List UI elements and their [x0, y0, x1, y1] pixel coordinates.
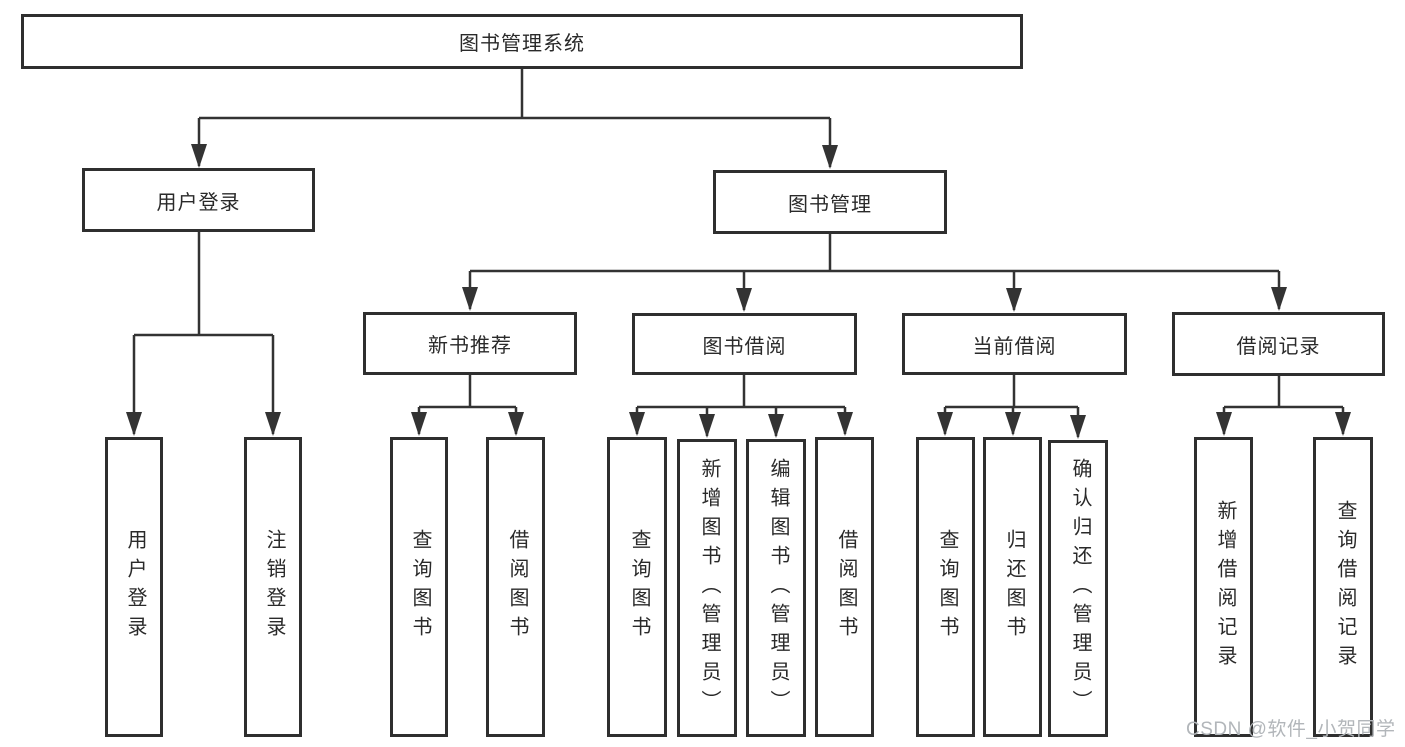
node-new-book-recommend: 新书推荐 [363, 312, 577, 375]
node-leaf-add-books-admin: 新增图书（管理员） [677, 439, 737, 737]
node-leaf-user-login: 用户登录 [105, 437, 163, 737]
tree-connectors [126, 69, 1351, 439]
node-leaf-borrow-books-a: 借阅图书 [486, 437, 545, 737]
node-leaf-add-borrow-record: 新增借阅记录 [1194, 437, 1253, 737]
node-leaf-query-books-c: 查询图书 [916, 437, 975, 737]
node-book-management: 图书管理 [713, 170, 947, 234]
node-root: 图书管理系统 [21, 14, 1023, 69]
node-current-borrowing: 当前借阅 [902, 313, 1127, 375]
node-leaf-query-borrow-record: 查询借阅记录 [1313, 437, 1373, 737]
node-leaf-query-books-a: 查询图书 [390, 437, 448, 737]
node-leaf-borrow-books-b: 借阅图书 [815, 437, 874, 737]
node-book-borrowing: 图书借阅 [632, 313, 857, 375]
node-user-login: 用户登录 [82, 168, 315, 232]
node-leaf-edit-books-admin: 编辑图书（管理员） [746, 439, 806, 737]
watermark: CSDN @软件_小贺同学 [1186, 719, 1396, 740]
node-leaf-query-books-b: 查询图书 [607, 437, 667, 737]
node-borrowing-records: 借阅记录 [1172, 312, 1385, 376]
node-leaf-confirm-return-admin: 确认归还（管理员） [1048, 440, 1108, 737]
node-leaf-return-books: 归还图书 [983, 437, 1042, 737]
node-leaf-logout: 注销登录 [244, 437, 302, 737]
